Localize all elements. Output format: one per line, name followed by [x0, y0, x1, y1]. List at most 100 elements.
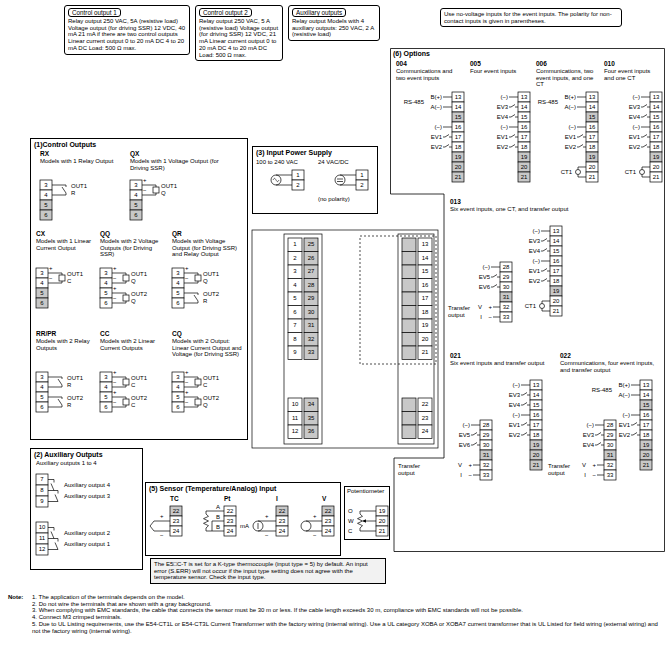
- terminal-signal: (−): [478, 94, 508, 101]
- wire: [184, 301, 198, 303]
- output-name: OUT1: [67, 271, 99, 278]
- wire: [597, 465, 604, 466]
- wire: [641, 127, 650, 128]
- terminal-numbers: 28 29 30 31 32 33: [604, 420, 616, 480]
- terminal-signal: (−): [600, 412, 630, 419]
- terminal-numbers: 13 14 15 16 17 18 19 20 21: [550, 226, 562, 316]
- dc-source: [335, 175, 345, 185]
- terminal-numbers: 13 14 15 16 17 18 19 20 21: [518, 92, 530, 182]
- terminal-signal: A(−): [412, 104, 442, 111]
- terminal-numbers: 3 4 5 6: [36, 268, 48, 308]
- box-heading: (1)Control Outputs: [34, 141, 244, 149]
- terminal-letter: O: [348, 508, 356, 515]
- wire: [449, 147, 452, 148]
- model-code: CQ: [172, 330, 244, 337]
- output-name: OUT1: [131, 375, 163, 382]
- wire: [497, 277, 500, 278]
- switch-contact: [523, 393, 527, 396]
- switch-contact: [511, 115, 515, 118]
- terminal-numbers: 13 14 15 16 17 18 19 20 21: [530, 380, 542, 470]
- wire: [493, 317, 500, 318]
- terminal-signal: (−): [610, 124, 640, 131]
- polarity-sign: +: [185, 369, 194, 376]
- resistance-thermometer: [204, 514, 209, 528]
- option-caption: Communications, two event inputs, and on…: [536, 68, 594, 88]
- terminal-numbers: 10 11 12: [288, 398, 302, 439]
- wire: [527, 425, 530, 426]
- wire: [443, 137, 445, 138]
- polarity-sign: −: [160, 532, 168, 539]
- switch-contact: [511, 105, 515, 108]
- options-outline: [390, 48, 665, 552]
- wire: [184, 293, 198, 295]
- terminal-frame: [398, 234, 434, 444]
- polarity-sign: −: [113, 295, 122, 302]
- sensor-code: TC: [170, 495, 190, 502]
- terminal-signal: EV4: [510, 248, 540, 255]
- terminal-signal: EV3: [564, 432, 594, 439]
- terminal-signal: I: [432, 472, 462, 479]
- option-code: 006: [536, 60, 594, 67]
- potentiometer-symbol: [358, 514, 363, 528]
- wire: [48, 539, 58, 542]
- switch-contact: [579, 135, 583, 138]
- box-text: Relay output 250 VAC, 5A (resistive load…: [68, 18, 186, 52]
- wire: [471, 445, 473, 446]
- terminal-numbers: 7 8 9: [36, 474, 48, 507]
- option-caption: Communications and two event inputs: [396, 68, 458, 81]
- wire: [491, 267, 500, 268]
- wire: [491, 287, 493, 288]
- wire: [509, 137, 511, 138]
- terminal-signal: +: [442, 462, 472, 469]
- terminal-signal: EV3: [610, 104, 640, 111]
- unit-label: mA: [240, 523, 252, 530]
- output-type: Q: [131, 298, 163, 305]
- switch-contact: [473, 433, 477, 436]
- switch-contact: [597, 443, 601, 446]
- output-type: Q: [161, 190, 193, 197]
- wire: [631, 435, 633, 436]
- terminal-signal: EV6: [460, 284, 490, 291]
- sensor-code: Pt: [224, 495, 240, 502]
- terminal-numbers: 1 2: [356, 170, 368, 190]
- model-caption: Models with 1 Voltage Output (for Drivin…: [130, 158, 222, 171]
- terminal-signal: EV1: [610, 134, 640, 141]
- wire: [541, 251, 543, 252]
- output-element: [123, 379, 129, 385]
- output-type: R: [203, 298, 235, 305]
- option-caption: Communications, four event inputs, and t…: [560, 360, 660, 373]
- terminal-numbers: 19 20 21: [376, 506, 388, 536]
- switch-contact: [543, 249, 547, 252]
- terminal-signal: (−): [564, 422, 594, 429]
- thermocouple: [150, 526, 170, 531]
- wire: [449, 137, 452, 138]
- ct-symbol: [640, 170, 645, 175]
- sensor-code: I: [276, 495, 288, 502]
- output-element: [153, 187, 159, 193]
- terminal-signal: A(−): [600, 392, 630, 399]
- wire: [515, 137, 518, 138]
- supply-note: (no polarity): [318, 196, 376, 203]
- terminal-numbers: 3 4 5 6: [100, 372, 112, 412]
- wire: [491, 277, 493, 278]
- terminal-cell: [402, 238, 416, 252]
- terminal-signal: (−): [510, 258, 540, 265]
- wire: [521, 435, 523, 436]
- wire: [601, 435, 604, 436]
- wire: [276, 175, 292, 176]
- terminal-signal: −: [462, 314, 492, 321]
- aux-output-label: Auxiliary output 1: [64, 541, 140, 548]
- terminal-letter: W: [348, 518, 356, 525]
- wire: [577, 107, 586, 108]
- wire: [340, 175, 356, 176]
- wire: [527, 395, 530, 396]
- wire: [641, 147, 643, 148]
- terminal-numbers: 10 11 12: [36, 522, 48, 555]
- polarity-sign: −: [143, 187, 152, 194]
- wire: [647, 107, 650, 108]
- wire: [477, 435, 480, 436]
- switch-contact: [633, 423, 637, 426]
- wire: [515, 107, 518, 108]
- terminal-numbers: 1 2 3 4 5 6 7 8 9: [288, 238, 302, 360]
- switch-contact: [523, 433, 527, 436]
